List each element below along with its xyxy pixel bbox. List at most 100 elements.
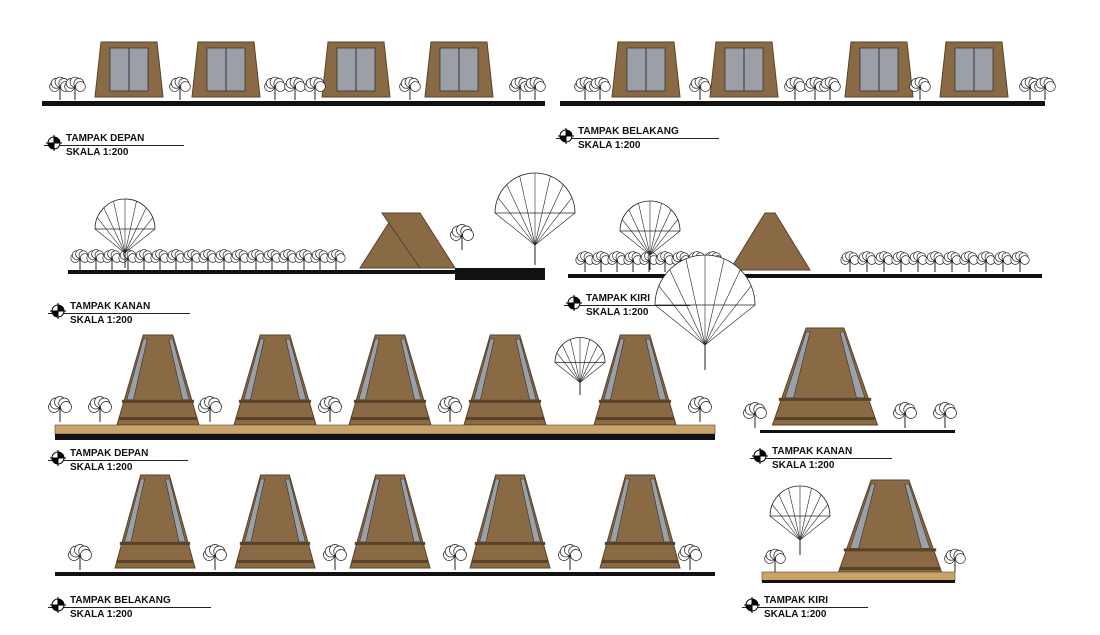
- drawing-title: TAMPAK BELAKANG: [556, 125, 719, 139]
- tree: [262, 249, 282, 270]
- cone-roof: [771, 327, 879, 426]
- section-marker-icon: [752, 448, 768, 464]
- tree-canopy: [830, 81, 841, 92]
- tree: [678, 544, 702, 570]
- tree-canopy: [215, 549, 227, 561]
- tree-branch: [638, 203, 651, 256]
- tree: [819, 76, 841, 100]
- tree-canopy: [462, 229, 474, 241]
- ground-line: [760, 430, 955, 433]
- cone-roof: [463, 334, 547, 426]
- drawing-scale: SKALA 1:200: [764, 609, 827, 620]
- cone-band: [465, 417, 545, 420]
- tree: [689, 76, 711, 100]
- tree-branch: [799, 494, 822, 541]
- tree-branch: [799, 488, 812, 541]
- tree-branch: [494, 212, 536, 246]
- tree-canopy: [75, 81, 86, 92]
- tree-canopy: [410, 81, 421, 92]
- tree-canopy: [315, 81, 326, 92]
- cone-building: [114, 474, 196, 569]
- tree-canopy: [455, 549, 467, 561]
- tree-branch: [534, 184, 564, 246]
- tree-branch: [579, 339, 590, 383]
- tree-canopy: [330, 401, 342, 413]
- tree-canopy: [600, 81, 611, 92]
- tree: [942, 251, 962, 272]
- tree-branch: [554, 362, 581, 383]
- tree-branch: [799, 504, 828, 541]
- tree: [86, 249, 106, 270]
- tree-branch: [788, 488, 801, 541]
- cone-roof: [469, 474, 551, 569]
- tree: [857, 251, 877, 272]
- label-tampak-kiri-1: TAMPAK KIRI SKALA 1:200: [564, 292, 691, 319]
- tree: [909, 76, 931, 100]
- drawing-scale: SKALA 1:200: [578, 140, 641, 151]
- cone-roof: [599, 474, 681, 569]
- drawing-scale: SKALA 1:200: [586, 307, 649, 318]
- tree-canopy: [1045, 81, 1056, 92]
- label-tampak-depan-2: TAMPAK DEPAN SKALA 1:200: [48, 447, 189, 474]
- tree-branch: [556, 352, 581, 383]
- tree-canopy: [700, 81, 711, 92]
- cabin-building: [191, 41, 261, 98]
- cone-band: [239, 541, 311, 545]
- tree: [524, 76, 546, 100]
- ground-line: [568, 274, 1042, 278]
- tree-branch: [562, 344, 581, 383]
- cone-roof: [114, 474, 196, 569]
- cabin-building: [709, 41, 779, 98]
- drawing-title: TAMPAK KIRI: [742, 594, 869, 608]
- section-marker-icon: [50, 450, 66, 466]
- tree: [769, 485, 831, 555]
- cone-band: [843, 548, 937, 552]
- cone-band: [118, 417, 198, 420]
- tree-canopy: [945, 407, 957, 419]
- cone-building: [233, 334, 317, 426]
- tree: [68, 544, 92, 570]
- cabin-building: [321, 41, 391, 98]
- tree-branch: [497, 197, 536, 246]
- tree: [64, 76, 86, 100]
- tree: [150, 249, 170, 270]
- drawing-scale: SKALA 1:200: [66, 147, 129, 158]
- tree: [494, 172, 576, 265]
- ground-line: [762, 580, 955, 583]
- tree: [589, 76, 611, 100]
- tree: [655, 251, 675, 272]
- tree: [891, 251, 911, 272]
- cone-building: [348, 334, 432, 426]
- tree: [639, 251, 659, 272]
- cone-band: [604, 541, 676, 545]
- tree-canopy: [100, 401, 112, 413]
- ground-line: [55, 434, 715, 440]
- section-marker-icon: [558, 128, 574, 144]
- tree: [1010, 251, 1030, 272]
- cone-building: [469, 474, 551, 569]
- tree-branch: [778, 494, 801, 541]
- tree: [102, 249, 122, 270]
- cone-roof: [233, 334, 317, 426]
- section-marker-icon: [46, 135, 62, 151]
- cone-building: [836, 479, 944, 576]
- tree: [1034, 76, 1056, 100]
- cabin-building: [424, 41, 494, 98]
- tree-canopy: [775, 553, 786, 564]
- tree-branch: [772, 504, 801, 541]
- tree-branch: [704, 269, 741, 346]
- tree: [619, 200, 681, 270]
- tree: [214, 249, 234, 270]
- tree: [959, 251, 979, 272]
- cabin-building: [939, 41, 1009, 98]
- ground-line: [560, 101, 1045, 106]
- tree-branch: [519, 175, 536, 246]
- tree-branch: [534, 197, 573, 246]
- section-marker-icon: [50, 597, 66, 613]
- tree-branch: [628, 209, 651, 256]
- tree: [326, 249, 346, 270]
- cone-roof: [349, 474, 431, 569]
- tree-canopy: [755, 407, 767, 419]
